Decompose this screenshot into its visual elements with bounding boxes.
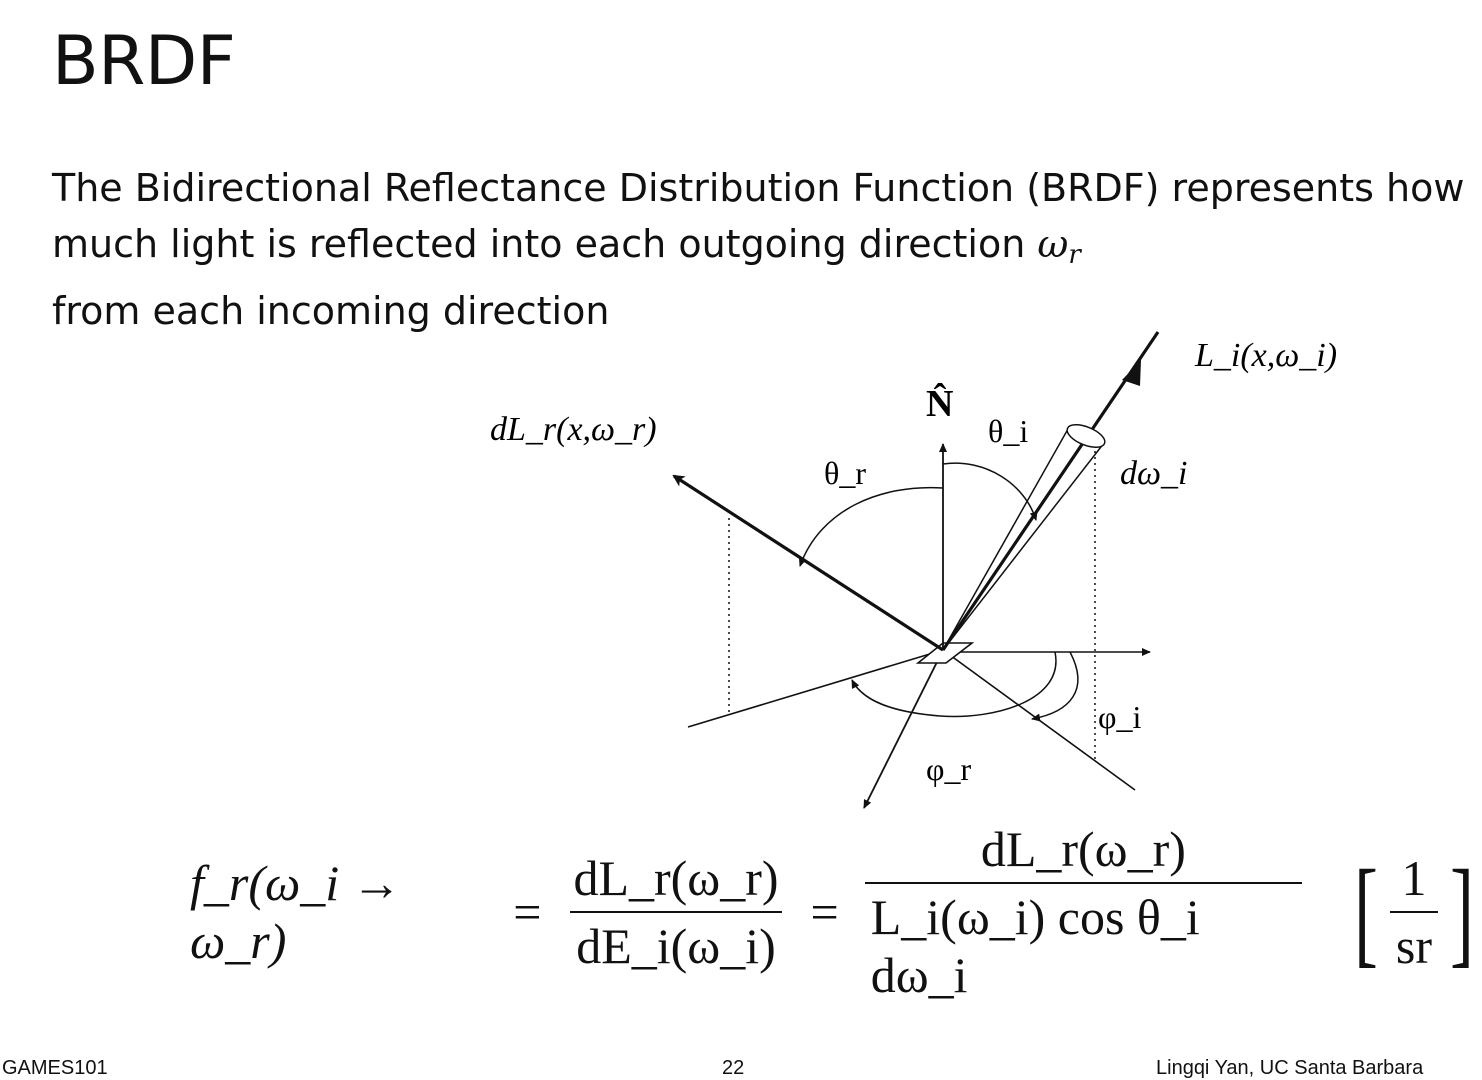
incident-radiance-label: L_i(x,ω_i)	[1194, 337, 1337, 374]
formula-lhs: f_r(ω_i → ω_r)	[190, 855, 402, 969]
surface-patch	[915, 642, 975, 664]
right-bracket: ]	[1450, 845, 1475, 978]
footer-course: GAMES101	[2, 1057, 108, 1079]
incident-arrowhead	[1122, 360, 1141, 386]
theta-i-arc	[942, 462, 1038, 521]
phi-i-label: φ_i	[1098, 699, 1141, 735]
normal-label: N̂	[926, 383, 953, 425]
footer-author: Lingqi Yan, UC Santa Barbara	[1156, 1057, 1424, 1079]
fraction-1-denominator: dE_i(ω_i)	[570, 911, 782, 975]
slide-title: BRDF	[52, 22, 236, 101]
equals-sign-2: =	[810, 884, 839, 940]
axis-down	[863, 649, 944, 809]
unit-denominator: sr	[1389, 911, 1439, 975]
theta-r-arc	[798, 486, 944, 567]
cone-cap	[1066, 424, 1106, 448]
fraction-1: dL_r(ω_r) dE_i(ω_i)	[567, 849, 784, 975]
omega-r-symbol: ωr	[1037, 222, 1080, 270]
phi-r-label: φ_r	[926, 751, 971, 787]
unit-fraction: 1 sr	[1389, 849, 1439, 975]
description-text-end: from each incoming direction	[52, 289, 610, 333]
theta-i-label: θ_i	[988, 413, 1028, 449]
cone-edge-right	[942, 442, 1105, 651]
fraction-2-numerator: dL_r(ω_r)	[980, 821, 1186, 877]
axis-left	[687, 649, 944, 728]
incident-direction-arrow	[941, 331, 1160, 651]
phi-i-arc	[1031, 651, 1079, 722]
reflected-direction-arrow	[672, 474, 944, 652]
theta-r-label: θ_r	[824, 455, 866, 491]
d-omega-i-label: dω_i	[1120, 455, 1187, 492]
reflected-radiance-label: dL_r(x,ω_r)	[490, 411, 657, 448]
footer-page-number: 22	[722, 1057, 745, 1079]
cone-edge-left	[942, 428, 1069, 651]
unit-numerator: 1	[1401, 850, 1427, 906]
fraction-2-denominator: L_i(ω_i) cos θ_i dω_i	[864, 882, 1302, 1004]
phi-r-arc	[851, 651, 1057, 718]
unit-bracket: [ 1 sr ]	[1346, 849, 1482, 975]
fraction-2: dL_r(ω_r) L_i(ω_i) cos θ_i dω_i	[864, 820, 1302, 1004]
left-bracket: [	[1353, 845, 1378, 978]
brdf-formula: f_r(ω_i → ω_r) = dL_r(ω_r) dE_i(ω_i) = d…	[190, 821, 1482, 1003]
slide-description: The Bidirectional Reflectance Distributi…	[52, 160, 1472, 339]
equals-sign-1: =	[513, 884, 542, 940]
description-text: The Bidirectional Reflectance Distributi…	[52, 166, 1465, 266]
fraction-1-numerator: dL_r(ω_r)	[573, 850, 779, 906]
omega-symbol: ω	[1037, 222, 1069, 266]
omega-subscript: r	[1068, 240, 1081, 270]
